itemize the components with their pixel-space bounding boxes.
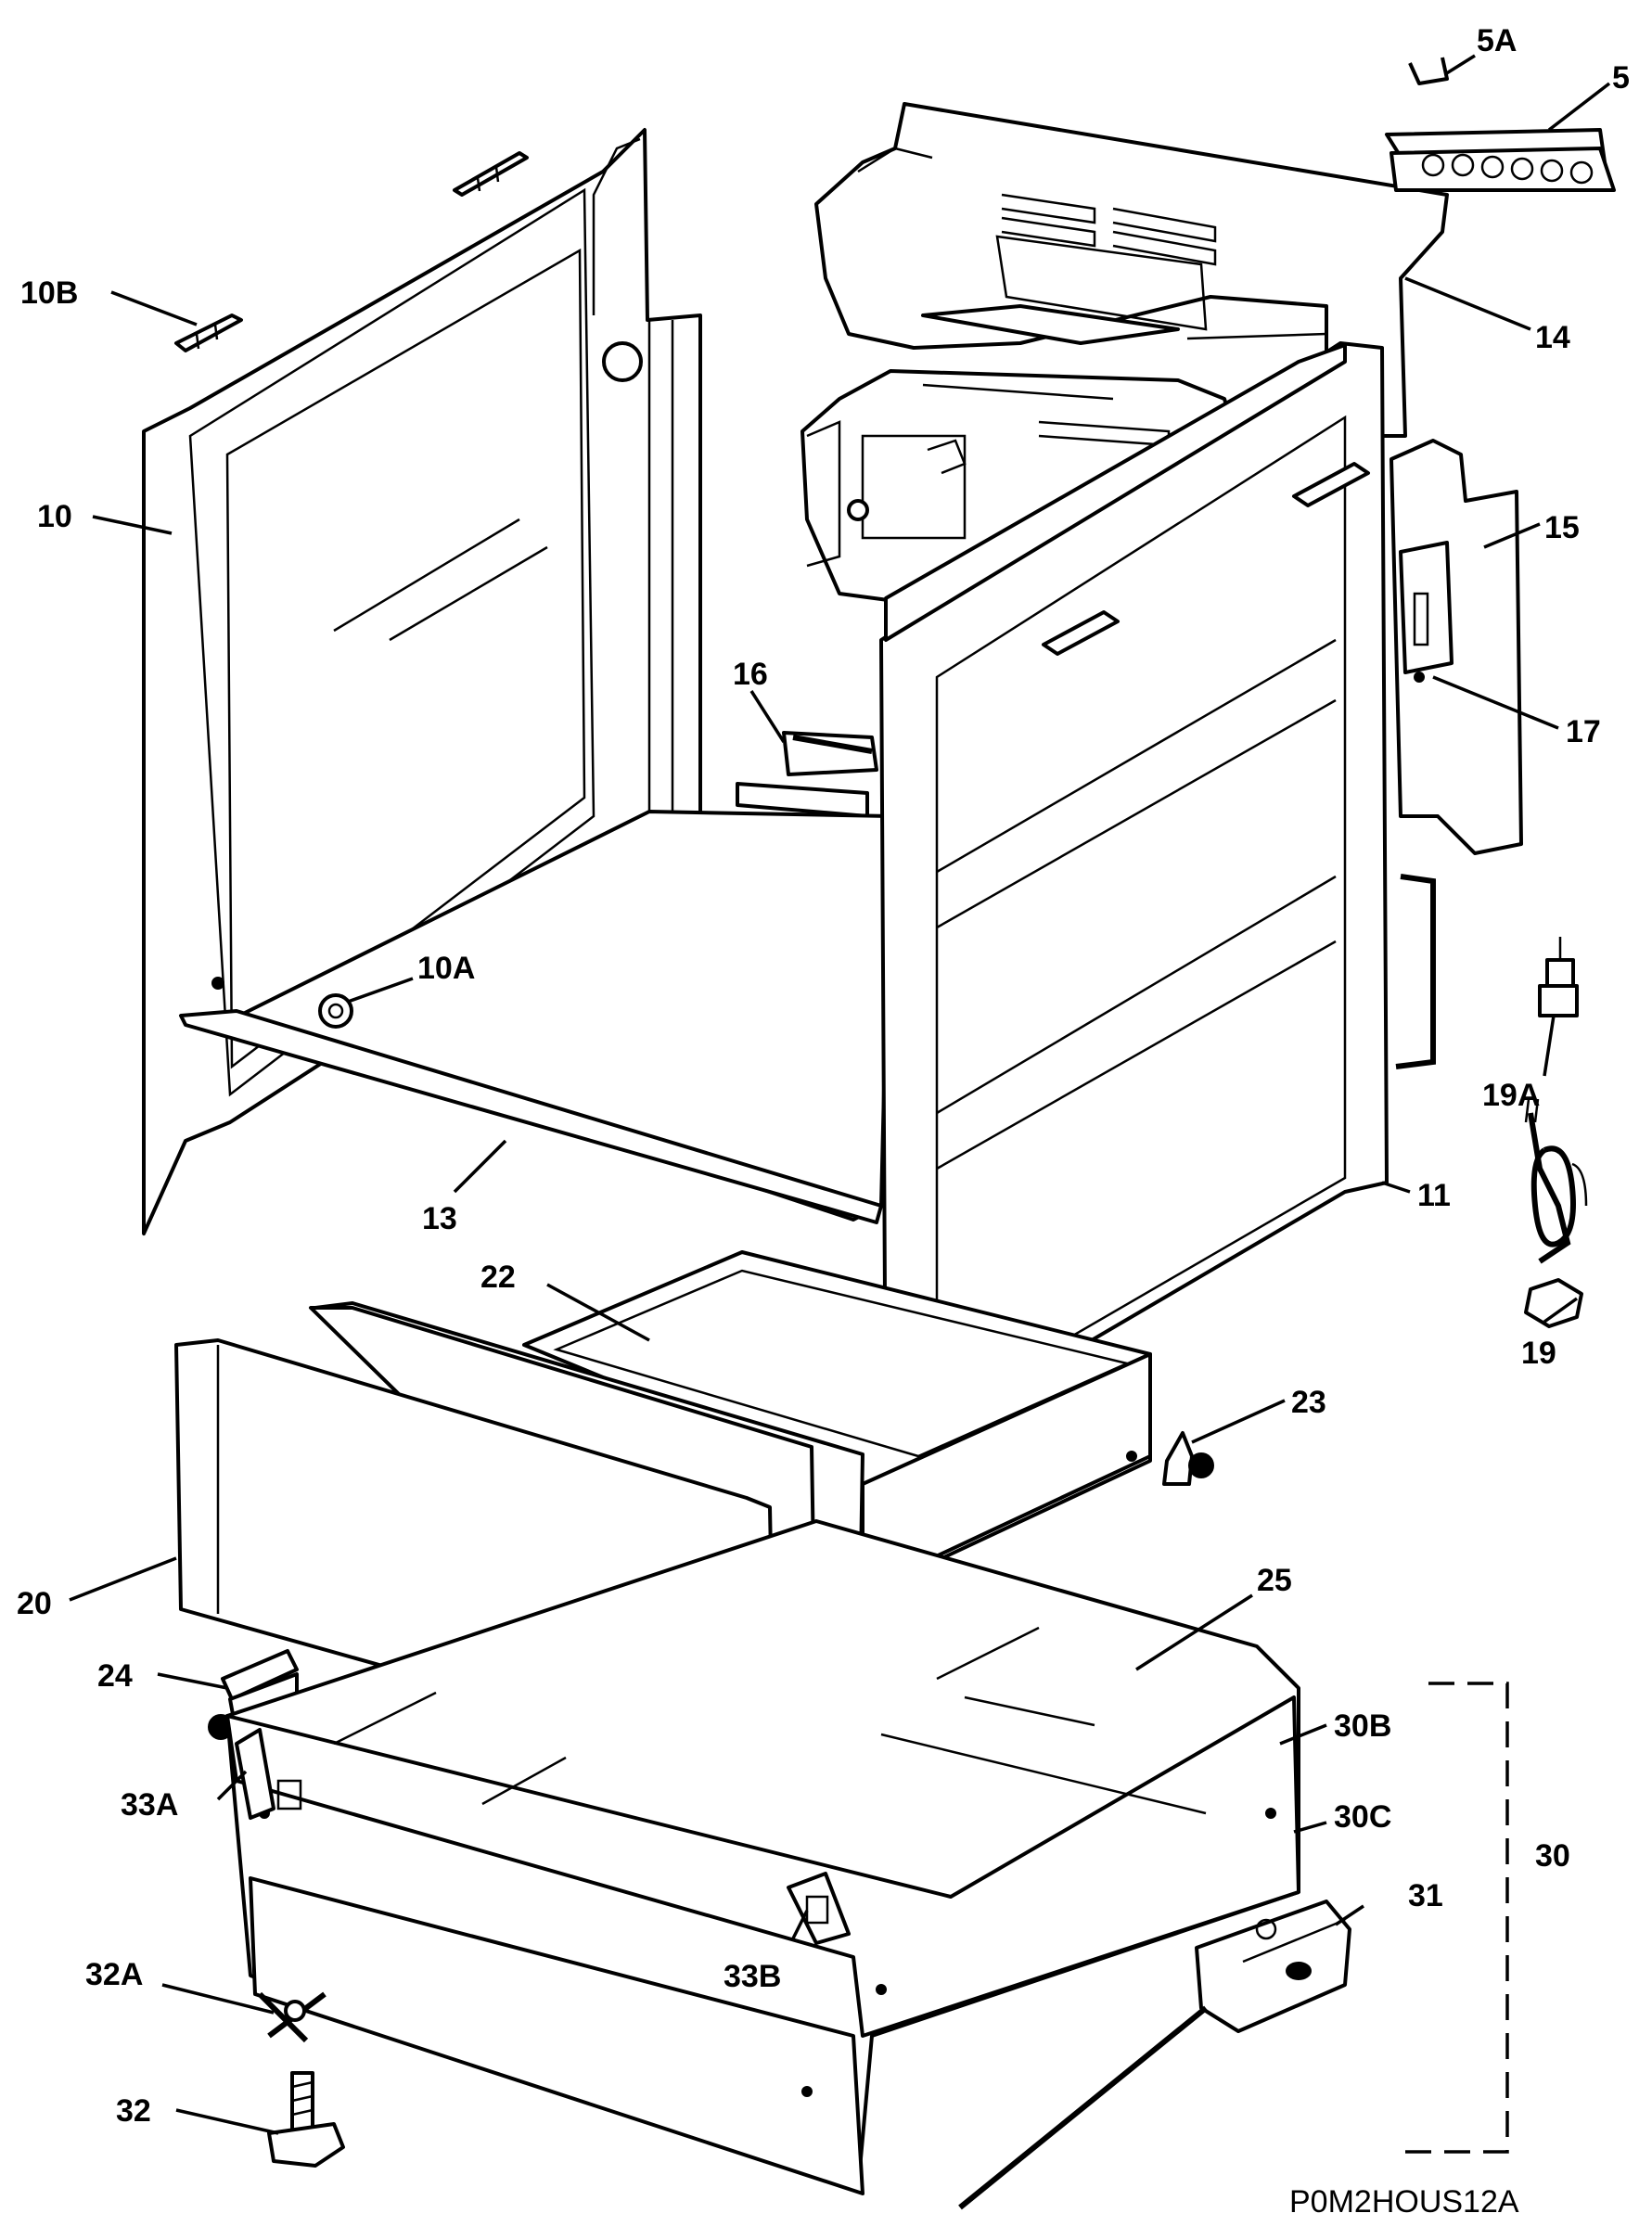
callout-31: 31 — [1408, 1878, 1443, 1913]
side-gasket — [1395, 874, 1436, 1069]
part-5-control-bracket — [1385, 128, 1616, 192]
part-33a-corner-bracket — [235, 1728, 302, 1820]
callout-30: 30 — [1535, 1838, 1570, 1874]
callout-11: 11 — [1417, 1178, 1451, 1213]
callout-33b: 33B — [724, 1959, 781, 1994]
callout-10b: 10B — [20, 275, 78, 311]
part-30-base-assembly — [225, 1519, 1300, 2195]
callout-5: 5 — [1612, 60, 1630, 96]
callout-32: 32 — [116, 2093, 151, 2129]
callout-13: 13 — [422, 1201, 457, 1236]
callout-15: 15 — [1544, 510, 1580, 545]
part-14-back-upper-panel — [814, 102, 1449, 438]
part-13-floor-panel — [179, 810, 892, 1224]
part-33b-corner-bracket — [787, 1872, 851, 1945]
leader-lines — [69, 54, 1611, 2135]
callout-33a: 33A — [121, 1787, 178, 1823]
callout-24: 24 — [97, 1658, 133, 1694]
callout-19a: 19A — [1482, 1078, 1540, 1113]
callout-23: 23 — [1291, 1385, 1326, 1420]
part-15-right-side-panel — [1389, 439, 1523, 855]
callout-32a: 32A — [85, 1957, 143, 1992]
part-19a-terminal-block — [1538, 937, 1579, 1017]
callout-30b: 30B — [1334, 1708, 1391, 1744]
callout-16: 16 — [733, 657, 768, 692]
callout-17: 17 — [1566, 714, 1601, 749]
part-31-valve-housing — [958, 1900, 1351, 2210]
part-30-group-bracket — [1401, 1682, 1509, 2154]
part-23-bracket — [1162, 1431, 1214, 1486]
part-19-power-cord — [1524, 1098, 1588, 1328]
callout-5a: 5A — [1477, 23, 1517, 58]
part-16-base-strip — [736, 731, 878, 818]
callout-20: 20 — [17, 1586, 52, 1621]
callout-19: 19 — [1521, 1336, 1556, 1371]
drawing-code: P0M2HOUS12A — [1289, 2184, 1519, 2220]
callout-25: 25 — [1257, 1563, 1292, 1598]
part-32-leveling-foot — [267, 2071, 345, 2168]
part-10b-clip — [174, 151, 529, 352]
callout-10a: 10A — [417, 951, 475, 986]
callout-14: 14 — [1535, 320, 1570, 355]
part-5a-clip — [1408, 57, 1449, 85]
callout-30c: 30C — [1334, 1799, 1391, 1835]
callout-labels: 5A 5 10B 14 10 15 16 17 10A 19A 13 11 22… — [17, 23, 1630, 2220]
callout-22: 22 — [480, 1260, 516, 1295]
part-32a-leveler-nut — [257, 1991, 327, 2043]
part-10-left-side-panel — [142, 128, 702, 1235]
callout-10: 10 — [37, 499, 72, 534]
